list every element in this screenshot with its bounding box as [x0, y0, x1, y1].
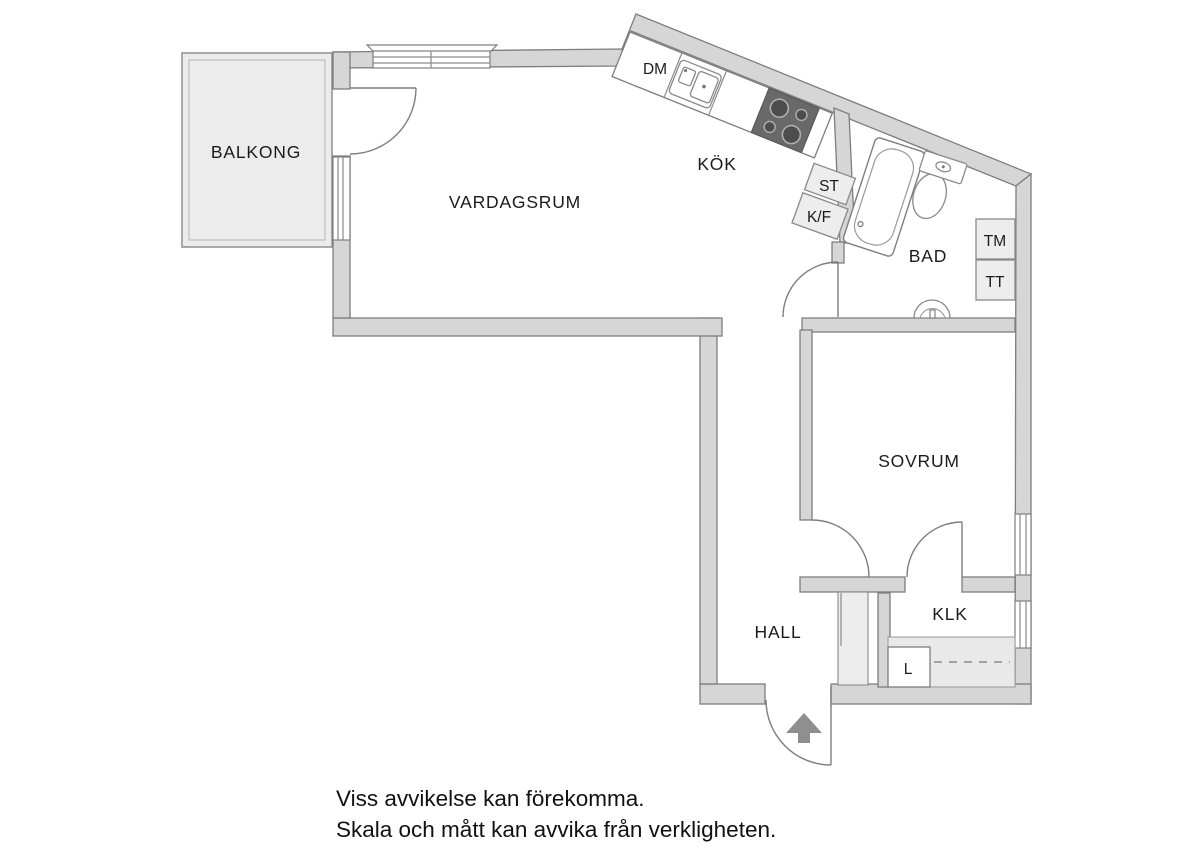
wall-bedroom-south-right [961, 576, 1016, 593]
wall-bedroom-south-left [799, 576, 906, 593]
bedroom-door [811, 519, 870, 578]
disclaimer: Viss avvikelse kan förekomma. Skala och … [336, 786, 776, 842]
balcony-floor [181, 52, 333, 248]
vardagsrum-label: VARDAGSRUM [449, 192, 581, 212]
doors [349, 87, 963, 766]
entrance-door [765, 686, 832, 766]
window-balcony-west [332, 156, 351, 241]
stove-icon [750, 87, 820, 154]
washing-machine-box [975, 218, 1016, 260]
toilet-icon [912, 150, 968, 220]
fridge-freezer-label: K/F [807, 209, 831, 226]
bathroom-fixtures [842, 137, 1016, 319]
kitchen-sink-icon [668, 59, 722, 109]
hall-closet-box [837, 591, 869, 686]
wall-hall-west [699, 317, 718, 685]
linen-closet-label: L [904, 661, 913, 678]
kitchen-counter [611, 31, 834, 159]
cleaning-cabinet-label: ST [819, 178, 839, 195]
disclaimer-line2: Skala och mått kan avvika från verklighe… [336, 817, 776, 842]
bathroom-sink-icon [913, 299, 951, 319]
fridge-freezer-box [791, 191, 849, 241]
hall-label: HALL [755, 622, 802, 642]
bathtub-icon [842, 137, 926, 257]
exterior-walls [332, 13, 1033, 705]
klk-label: KLK [932, 604, 967, 624]
wall-livingroom-south [332, 317, 723, 337]
wall-bath-south [801, 317, 1016, 333]
cleaning-cabinet-box [803, 162, 857, 206]
wall-bedroom-west [799, 329, 813, 521]
window-bedroom-east [1014, 513, 1032, 576]
balcony-door [349, 87, 417, 155]
klk-door [906, 521, 963, 578]
linen-closet-box [887, 646, 931, 688]
wall-west-upper [332, 51, 351, 90]
dishwasher-label: DM [643, 61, 667, 78]
balcony [181, 52, 333, 248]
window-klk-east [1014, 600, 1032, 649]
bad-label: BAD [909, 246, 947, 266]
balkong-label: BALKONG [211, 142, 301, 162]
interior-walls [799, 107, 1016, 688]
balcony-inner-line [188, 59, 326, 241]
tumble-dryer-label: TT [986, 274, 1005, 291]
kok-label: KÖK [697, 154, 736, 174]
sovrum-label: SOVRUM [878, 451, 960, 471]
labels: BALKONG VARDAGSRUM KÖK BAD SOVRUM HALL K… [211, 61, 1006, 678]
wall-bath-door-stub [831, 241, 845, 264]
entrance-arrow-icon [786, 713, 822, 743]
klk-storage [837, 591, 1016, 688]
washing-machine-label: TM [984, 233, 1006, 250]
bathroom-door [782, 261, 839, 318]
windows [332, 44, 1032, 649]
disclaimer-line1: Viss avvikelse kan förekomma. [336, 786, 644, 811]
wall-bottom-left-of-entry [699, 683, 766, 705]
tumble-dryer-box [975, 259, 1016, 301]
